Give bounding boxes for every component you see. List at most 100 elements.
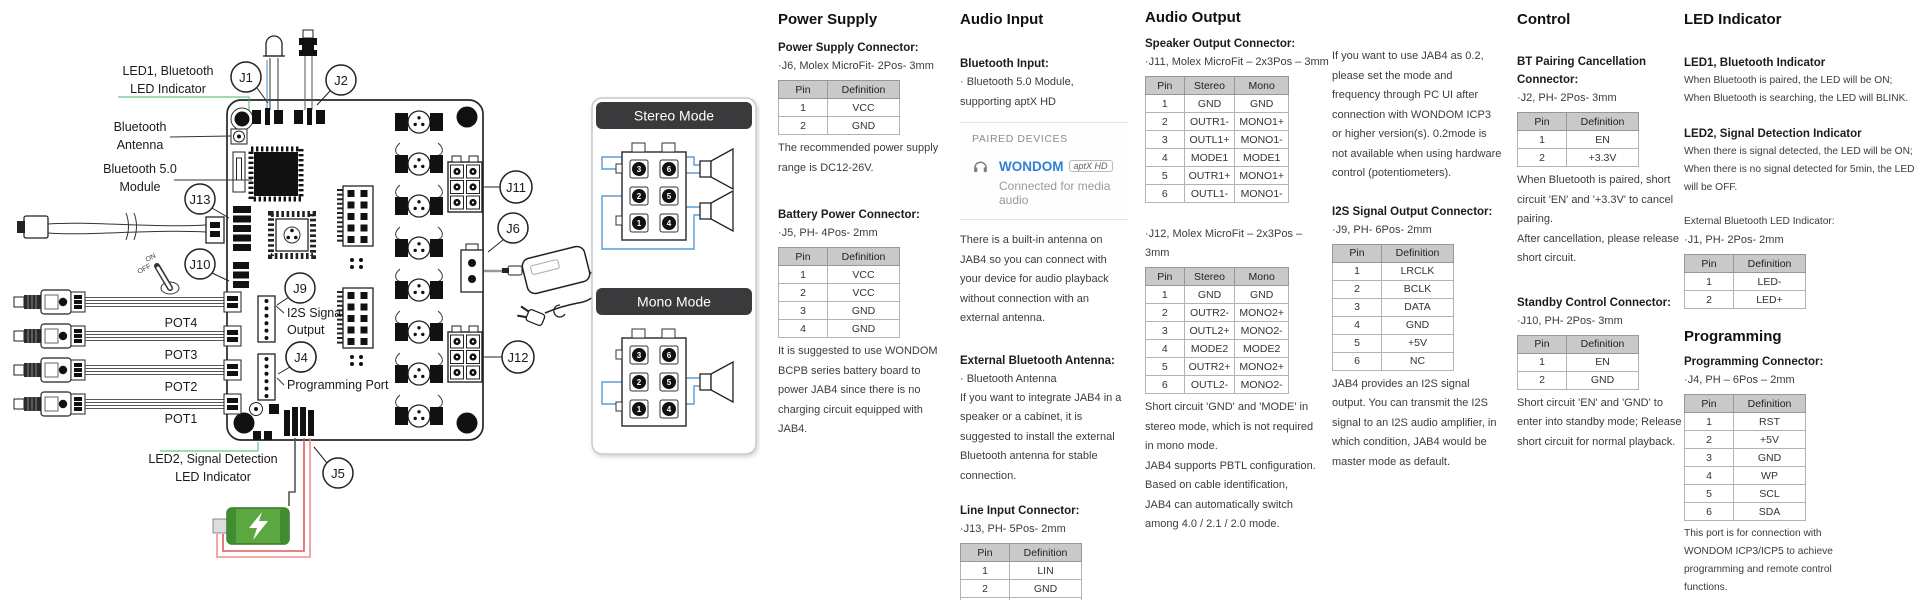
table-cell: LRCLK (1381, 261, 1454, 281)
svg-text:1: 1 (637, 405, 642, 414)
table-cell: 6 (1145, 375, 1185, 394)
table-cell: OUTL2+ (1183, 321, 1236, 340)
table-cell: RIN (1009, 597, 1082, 600)
table-cell: 6 (1332, 351, 1382, 371)
battery-wire-red (222, 438, 305, 552)
led-indicator-column: LED Indicator LED1, Bluetooth Indicator … (1684, 0, 1918, 597)
callout-j4: J4 (277, 341, 317, 375)
table-cell: OUTR2- (1183, 303, 1236, 322)
i2s-output-label-line1: I2S Signal (287, 306, 344, 320)
programming-port-label: Programming Port (287, 378, 389, 392)
table-cell: MONO1- (1234, 184, 1289, 203)
svg-text:6: 6 (667, 165, 672, 174)
mono-mode-title: Mono Mode (637, 294, 711, 310)
table-header-cell: Pin (1684, 394, 1734, 413)
table-header-cell: Stereo (1183, 76, 1236, 95)
table-cell: LED- (1733, 272, 1806, 291)
table-cell: MONO1+ (1234, 166, 1289, 185)
bluetooth-module (232, 146, 304, 202)
led2-heading: LED2, Signal Detection Indicator (1684, 128, 1862, 140)
external-antenna-connector (299, 29, 317, 110)
table-cell: 1 (1517, 130, 1567, 149)
table-cell: OUTR2+ (1183, 357, 1236, 376)
j11-spec: ·J11, Molex MicroFit – 2x3Pos – 3mm (1145, 56, 1329, 68)
svg-text:5: 5 (667, 378, 672, 387)
table-cell: GND (827, 301, 900, 320)
table-cell: 2 (1517, 370, 1567, 390)
table-cell: 2 (778, 116, 828, 135)
mode-short-note: Short circuit 'GND' and 'MODE' in stereo… (1145, 401, 1314, 452)
table-cell: EN (1566, 352, 1639, 372)
table-cell: 2 (1517, 148, 1567, 167)
svg-text:2: 2 (637, 378, 642, 387)
table-header-cell: Pin (960, 543, 1010, 562)
table-cell: VCC (827, 98, 900, 117)
j11-connector (447, 155, 483, 213)
i2s-note: JAB4 provides an I2S signal output. You … (1332, 377, 1497, 468)
table-cell: EN (1566, 130, 1639, 149)
led2-label-line1: LED2, Signal Detection (148, 452, 277, 466)
led1-label-line1: LED1, Bluetooth (122, 64, 213, 78)
led1-label-line2: LED Indicator (130, 82, 206, 96)
table-header-cell: Pin (1332, 243, 1382, 263)
j1-spec: ·J1, PH- 2Pos- 2mm (1684, 234, 1784, 246)
programming-note: This port is for connection with WONDOM … (1684, 528, 1833, 593)
callout-j10: J10 (184, 248, 230, 282)
svg-text:6: 6 (667, 351, 672, 360)
pbtl-note: JAB4 supports PBTL configuration. Based … (1145, 459, 1316, 531)
table-cell: 6 (1145, 184, 1185, 203)
table-header-cell: Definition (1566, 112, 1639, 131)
j6-connector (460, 243, 484, 293)
table-cell: 4 (1684, 466, 1734, 485)
j12-connector (447, 325, 483, 383)
programming-title: Programming (1684, 328, 1782, 345)
pin-header-block (337, 185, 374, 269)
bt-pairing-heading: BT Pairing Cancellation Connector: (1517, 56, 1647, 86)
line-input-heading: Line Input Connector: (960, 505, 1080, 517)
table-cell: MONO2+ (1234, 303, 1289, 322)
table-header-cell: Stereo (1183, 267, 1236, 286)
pin-header-block (337, 287, 374, 366)
svg-text:J12: J12 (508, 350, 529, 365)
bluetooth-input-heading: Bluetooth Input: (960, 58, 1049, 70)
table-cell: 1 (960, 561, 1010, 580)
table-cell: SDA (1733, 502, 1806, 521)
dsp-chip (268, 211, 316, 259)
j10-connector (233, 262, 249, 288)
callout-j13: J13 (184, 183, 230, 219)
table-header-cell: Mono (1234, 267, 1289, 286)
table-cell: 6 (1684, 502, 1734, 521)
svg-text:1: 1 (637, 219, 642, 228)
table-cell: VCC (827, 265, 900, 284)
svg-text:3: 3 (637, 351, 642, 360)
stereo-mode-title: Stereo Mode (634, 108, 714, 124)
table-cell: 3 (1684, 448, 1734, 467)
led2-leader-line (160, 442, 259, 452)
table-cell: RST (1733, 412, 1806, 431)
mounting-hole (234, 111, 250, 127)
table-cell: 2 (960, 579, 1010, 598)
table-cell: MONO2- (1234, 375, 1289, 394)
potentiometer-pot1 (13, 391, 242, 417)
device-name: WONDOM (999, 159, 1064, 174)
svg-text:J1: J1 (239, 70, 253, 85)
table-cell: MODE1 (1234, 148, 1289, 167)
bluetooth-antenna-component (230, 128, 248, 145)
table-cell: MONO1- (1234, 130, 1289, 149)
